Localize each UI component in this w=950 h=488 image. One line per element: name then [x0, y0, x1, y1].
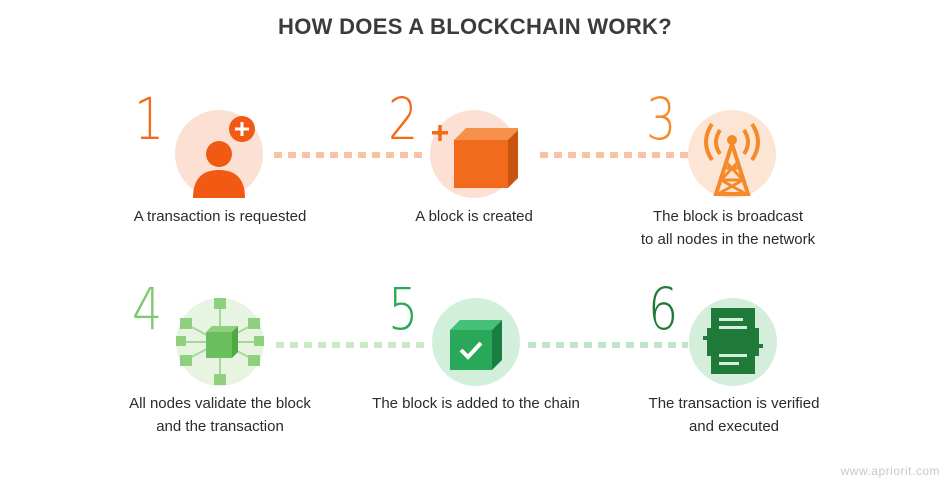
step-6-label: The transaction is verified and executed — [648, 395, 820, 435]
block-check-icon — [450, 320, 502, 370]
block-cube-icon — [432, 125, 518, 188]
connector-1-2 — [274, 152, 422, 158]
connector-5-6 — [528, 342, 688, 348]
step-4-circle — [176, 298, 264, 386]
step-2-label: A block is created — [415, 208, 533, 225]
watermark: www.apriorit.com — [840, 464, 940, 478]
page-title: HOW DOES A BLOCKCHAIN WORK? — [278, 14, 672, 39]
step-5-number: 5 — [388, 275, 419, 343]
step-2-circle — [430, 110, 518, 198]
step-6-circle — [689, 298, 777, 386]
step-2-number: 2 — [388, 85, 419, 153]
step-5-circle — [432, 298, 520, 386]
document-transfer-icon — [703, 308, 763, 374]
network-nodes-icon — [176, 298, 264, 385]
step-3-label: The block is broadcast to all nodes in t… — [640, 208, 816, 248]
step-6-number: 6 — [648, 275, 679, 343]
connector-2-3 — [540, 152, 690, 158]
step-1-label: A transaction is requested — [133, 208, 307, 225]
connector-4-5 — [276, 342, 426, 348]
step-4-label: All nodes validate the block and the tra… — [129, 395, 311, 435]
broadcast-tower-icon — [704, 122, 760, 196]
step-1-circle — [175, 110, 263, 198]
step-1-number: 1 — [134, 85, 165, 153]
step-4-number: 4 — [132, 275, 163, 343]
step-3-circle — [688, 110, 776, 198]
step-5-label: The block is added to the chain — [372, 395, 580, 412]
user-add-icon — [193, 116, 255, 198]
step-3-number: 3 — [646, 85, 677, 153]
